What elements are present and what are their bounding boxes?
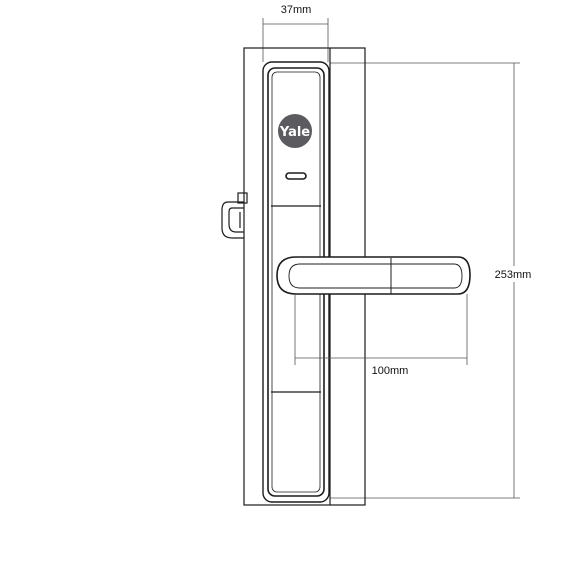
yale-logo: Yale: [278, 114, 312, 148]
height-dimension-label: 253mm: [495, 269, 532, 281]
lever-handle: [276, 256, 471, 295]
handle-length-dimension-label: 100mm: [372, 365, 409, 377]
yale-logo-text: Yale: [279, 125, 310, 140]
dimension-handle-length: [294, 294, 468, 365]
width-dimension-label: 37mm: [281, 4, 312, 16]
indicator-slot: [285, 172, 307, 180]
height-label-backdrop: [490, 266, 536, 282]
yale-logo-badge: [278, 114, 312, 148]
dimension-width: [262, 18, 329, 62]
latch-bolt: [221, 192, 248, 239]
